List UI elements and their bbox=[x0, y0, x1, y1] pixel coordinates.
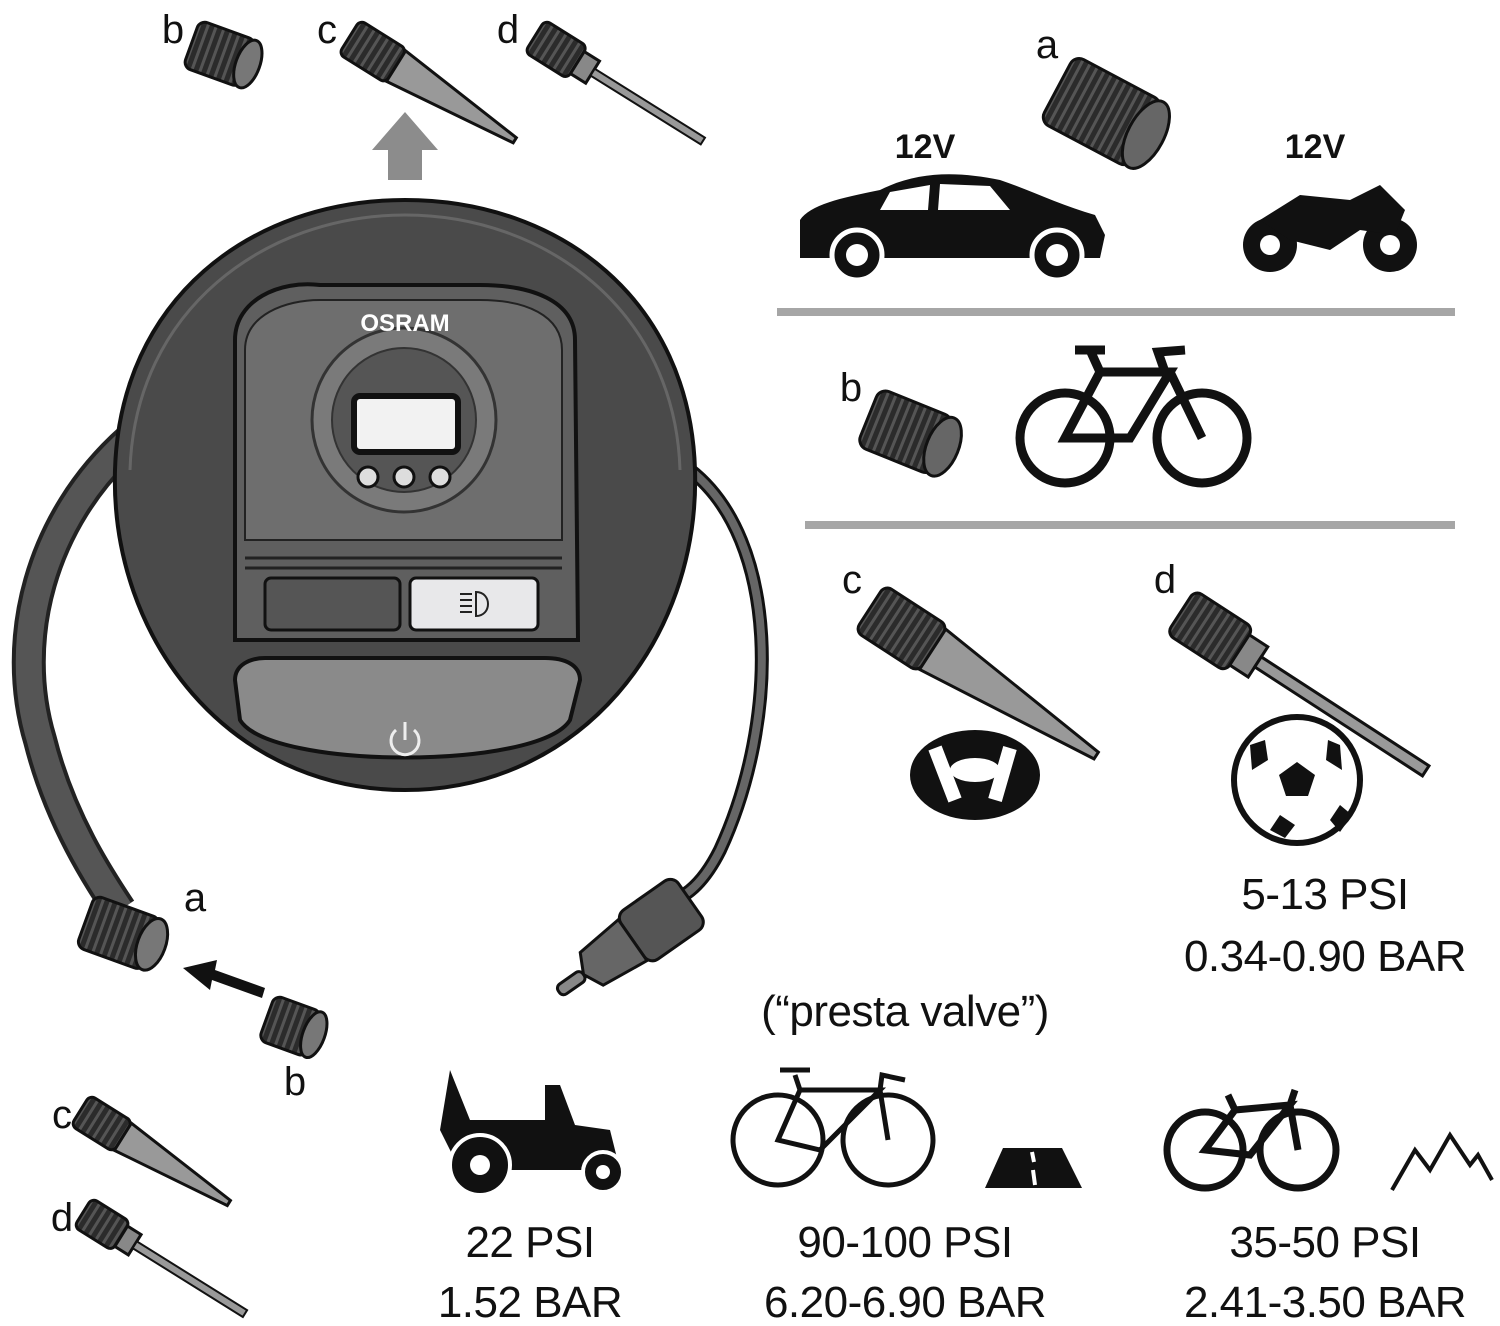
light-button[interactable] bbox=[408, 576, 540, 632]
headlight-icon bbox=[460, 590, 489, 618]
soccer-ball-icon bbox=[1231, 714, 1363, 846]
label-b-right: b bbox=[839, 366, 863, 410]
adapter-a bbox=[1041, 57, 1171, 170]
lawn-tractor-bar: 1.52 BAR bbox=[437, 1278, 623, 1326]
adapter-c-top bbox=[339, 20, 519, 145]
adapter-d-bottom bbox=[74, 1198, 249, 1319]
lcd-display bbox=[351, 393, 461, 455]
motorcycle-icon bbox=[1243, 185, 1417, 272]
swim-ring-icon bbox=[910, 730, 1040, 820]
hose-storage-slot bbox=[263, 576, 402, 632]
tire-inflator-device bbox=[112, 197, 698, 793]
power-button[interactable] bbox=[232, 656, 583, 760]
adapter-b-bottom bbox=[259, 995, 329, 1060]
balls-bar: 0.34-0.90 BAR bbox=[1183, 932, 1467, 981]
adapter-c-inflatable bbox=[856, 586, 1101, 761]
motorcycle-voltage: 12V bbox=[1284, 128, 1346, 166]
car-icon bbox=[800, 174, 1105, 283]
adapter-b-bicycle bbox=[858, 389, 963, 478]
label-d-bottom: d bbox=[50, 1196, 74, 1240]
label-c-right: c bbox=[842, 558, 862, 602]
osram-logo: OSRAM bbox=[360, 310, 450, 337]
plus-button[interactable] bbox=[356, 465, 380, 489]
road-bike-psi: 90-100 PSI bbox=[797, 1218, 1013, 1267]
mountain-bike-icon bbox=[1163, 1088, 1340, 1192]
hose-connector-a bbox=[76, 895, 170, 972]
adapter-d-top bbox=[525, 20, 707, 146]
lawn-tractor-icon bbox=[440, 1070, 625, 1197]
label-d-right: d bbox=[1153, 558, 1177, 602]
mode-button[interactable] bbox=[392, 465, 416, 489]
road-icon bbox=[985, 1148, 1082, 1188]
mountain-bike-bar: 2.41-3.50 BAR bbox=[1183, 1278, 1467, 1326]
label-c-bottom: c bbox=[52, 1093, 72, 1137]
minus-button[interactable] bbox=[428, 465, 452, 489]
mountain-icon bbox=[1390, 1131, 1494, 1191]
car-voltage: 12V bbox=[894, 128, 956, 166]
adapter-b-top bbox=[183, 20, 264, 90]
up-arrow-icon bbox=[372, 112, 438, 180]
bicycle-icon bbox=[1015, 345, 1252, 488]
mountain-bike-psi: 35-50 PSI bbox=[1229, 1218, 1421, 1267]
label-b-bottom: b bbox=[283, 1060, 307, 1104]
power-icon bbox=[389, 722, 421, 757]
label-d-top: d bbox=[496, 8, 520, 52]
adapter-d-ball bbox=[1168, 591, 1432, 778]
label-c-top: c bbox=[317, 8, 337, 52]
left-arrow-icon bbox=[183, 960, 265, 998]
label-a-right: a bbox=[1035, 23, 1059, 67]
lawn-tractor-psi: 22 PSI bbox=[465, 1218, 595, 1267]
label-a-hose: a bbox=[183, 876, 207, 920]
label-b-top: b bbox=[161, 8, 185, 52]
road-bike-bar: 6.20-6.90 BAR bbox=[763, 1278, 1047, 1326]
adapter-c-bottom bbox=[71, 1095, 233, 1208]
road-bike-icon bbox=[730, 1067, 936, 1188]
presta-valve-note: (“presta valve”) bbox=[761, 987, 1049, 1036]
balls-psi: 5-13 PSI bbox=[1241, 870, 1409, 919]
cigarette-lighter-plug bbox=[555, 877, 705, 997]
